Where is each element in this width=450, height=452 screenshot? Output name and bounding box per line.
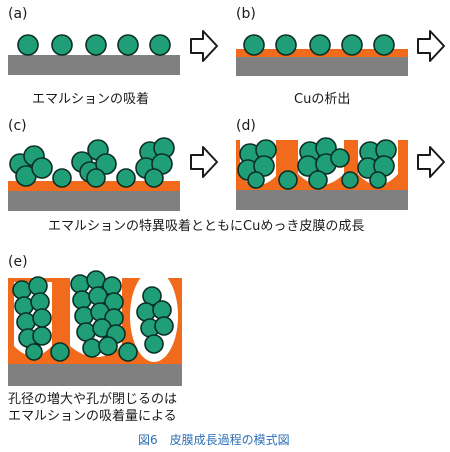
panel-b-diagram xyxy=(236,34,408,76)
substrate-d xyxy=(236,190,408,210)
emulsion-b xyxy=(243,34,395,56)
substrate-a xyxy=(8,55,180,75)
arrow-c-to-d xyxy=(190,146,218,178)
panel-a-caption: エマルションの吸着 xyxy=(32,92,150,107)
panel-d-label: (d) xyxy=(236,118,256,134)
arrow-b-to-next xyxy=(417,30,445,62)
panel-d-diagram xyxy=(236,137,408,210)
emulsion-a xyxy=(17,34,171,56)
panel-e-caption-line2: エマルションの吸着量による xyxy=(8,409,177,424)
panel-c-diagram xyxy=(8,137,180,211)
arrow-a-to-b xyxy=(190,30,218,62)
panel-c-label: (c) xyxy=(8,118,27,134)
emulsion-e xyxy=(12,270,174,362)
panel-e-label: (e) xyxy=(8,254,28,270)
substrate-c xyxy=(8,191,180,211)
substrate-e xyxy=(8,364,182,386)
panel-a-label: (a) xyxy=(8,6,28,22)
panel-e-caption-line1: 孔径の増大や孔が閉じるのは xyxy=(8,392,178,407)
panel-b-label: (b) xyxy=(236,6,256,22)
figure-title: 図6 皮膜成長過程の模式図 xyxy=(138,433,290,447)
panel-e-diagram xyxy=(8,270,182,386)
panel-b-caption: Cuの析出 xyxy=(294,92,351,107)
panel-cd-caption: エマルションの特異吸着とともにCuめっき皮膜の成長 xyxy=(48,219,365,234)
panel-a-diagram xyxy=(8,34,180,75)
substrate-b xyxy=(236,57,408,76)
emulsion-d xyxy=(237,137,397,190)
arrow-d-to-next xyxy=(417,146,445,178)
emulsion-c xyxy=(9,137,175,188)
